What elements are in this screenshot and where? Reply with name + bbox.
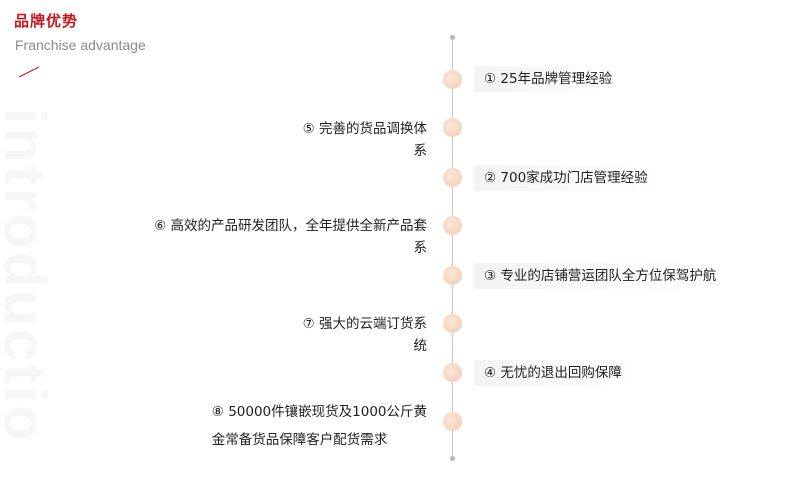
timeline-line xyxy=(452,38,453,460)
advantage-item-6-line2: 系 xyxy=(413,240,428,256)
advantage-item-5-line2: 系 xyxy=(413,143,428,159)
advantage-item-7-line1: ⑦ 强大的云端订货系 xyxy=(302,316,427,332)
background-watermark: introductio xyxy=(0,108,54,444)
advantage-item-8-line1: ⑧ 50000件镶嵌现货及1000公斤黄 xyxy=(211,404,427,420)
advantage-item-1: ① 25年品牌管理经验 xyxy=(474,66,623,92)
advantage-item-8-line2: 金常备货品保障客户配货需求 xyxy=(211,432,388,448)
timeline-node-3 xyxy=(443,266,462,285)
timeline-node-1 xyxy=(443,70,462,89)
accent-slash-icon xyxy=(18,66,40,78)
advantage-item-4: ④ 无忧的退出回购保障 xyxy=(474,360,632,386)
timeline-end-dot xyxy=(450,456,455,461)
timeline-start-dot xyxy=(450,35,455,40)
advantage-item-5: ⑤ 完善的货品调换体 系 xyxy=(303,118,427,162)
advantage-item-6: ⑥ 高效的产品研发团队，全年提供全新产品套 系 xyxy=(154,215,427,259)
timeline-node-6 xyxy=(443,216,462,235)
timeline-node-7 xyxy=(443,314,462,333)
advantage-item-8: ⑧ 50000件镶嵌现货及1000公斤黄 金常备货品保障客户配货需求 xyxy=(212,398,427,454)
timeline-node-8 xyxy=(443,412,462,431)
advantage-item-2: ② 700家成功门店管理经验 xyxy=(474,165,658,191)
timeline-node-5 xyxy=(443,118,462,137)
advantage-item-7: ⑦ 强大的云端订货系 统 xyxy=(303,313,427,357)
advantage-item-7-line2: 统 xyxy=(413,338,428,354)
page-title: 品牌优势 xyxy=(14,12,79,30)
page-subtitle: Franchise advantage xyxy=(15,37,146,53)
advantage-item-5-line1: ⑤ 完善的货品调换体 xyxy=(302,121,427,137)
timeline-node-4 xyxy=(443,363,462,382)
timeline-node-2 xyxy=(443,168,462,187)
advantage-item-3: ③ 专业的店铺营运团队全方位保驾护航 xyxy=(474,263,727,289)
advantage-item-6-line1: ⑥ 高效的产品研发团队，全年提供全新产品套 xyxy=(154,218,427,234)
